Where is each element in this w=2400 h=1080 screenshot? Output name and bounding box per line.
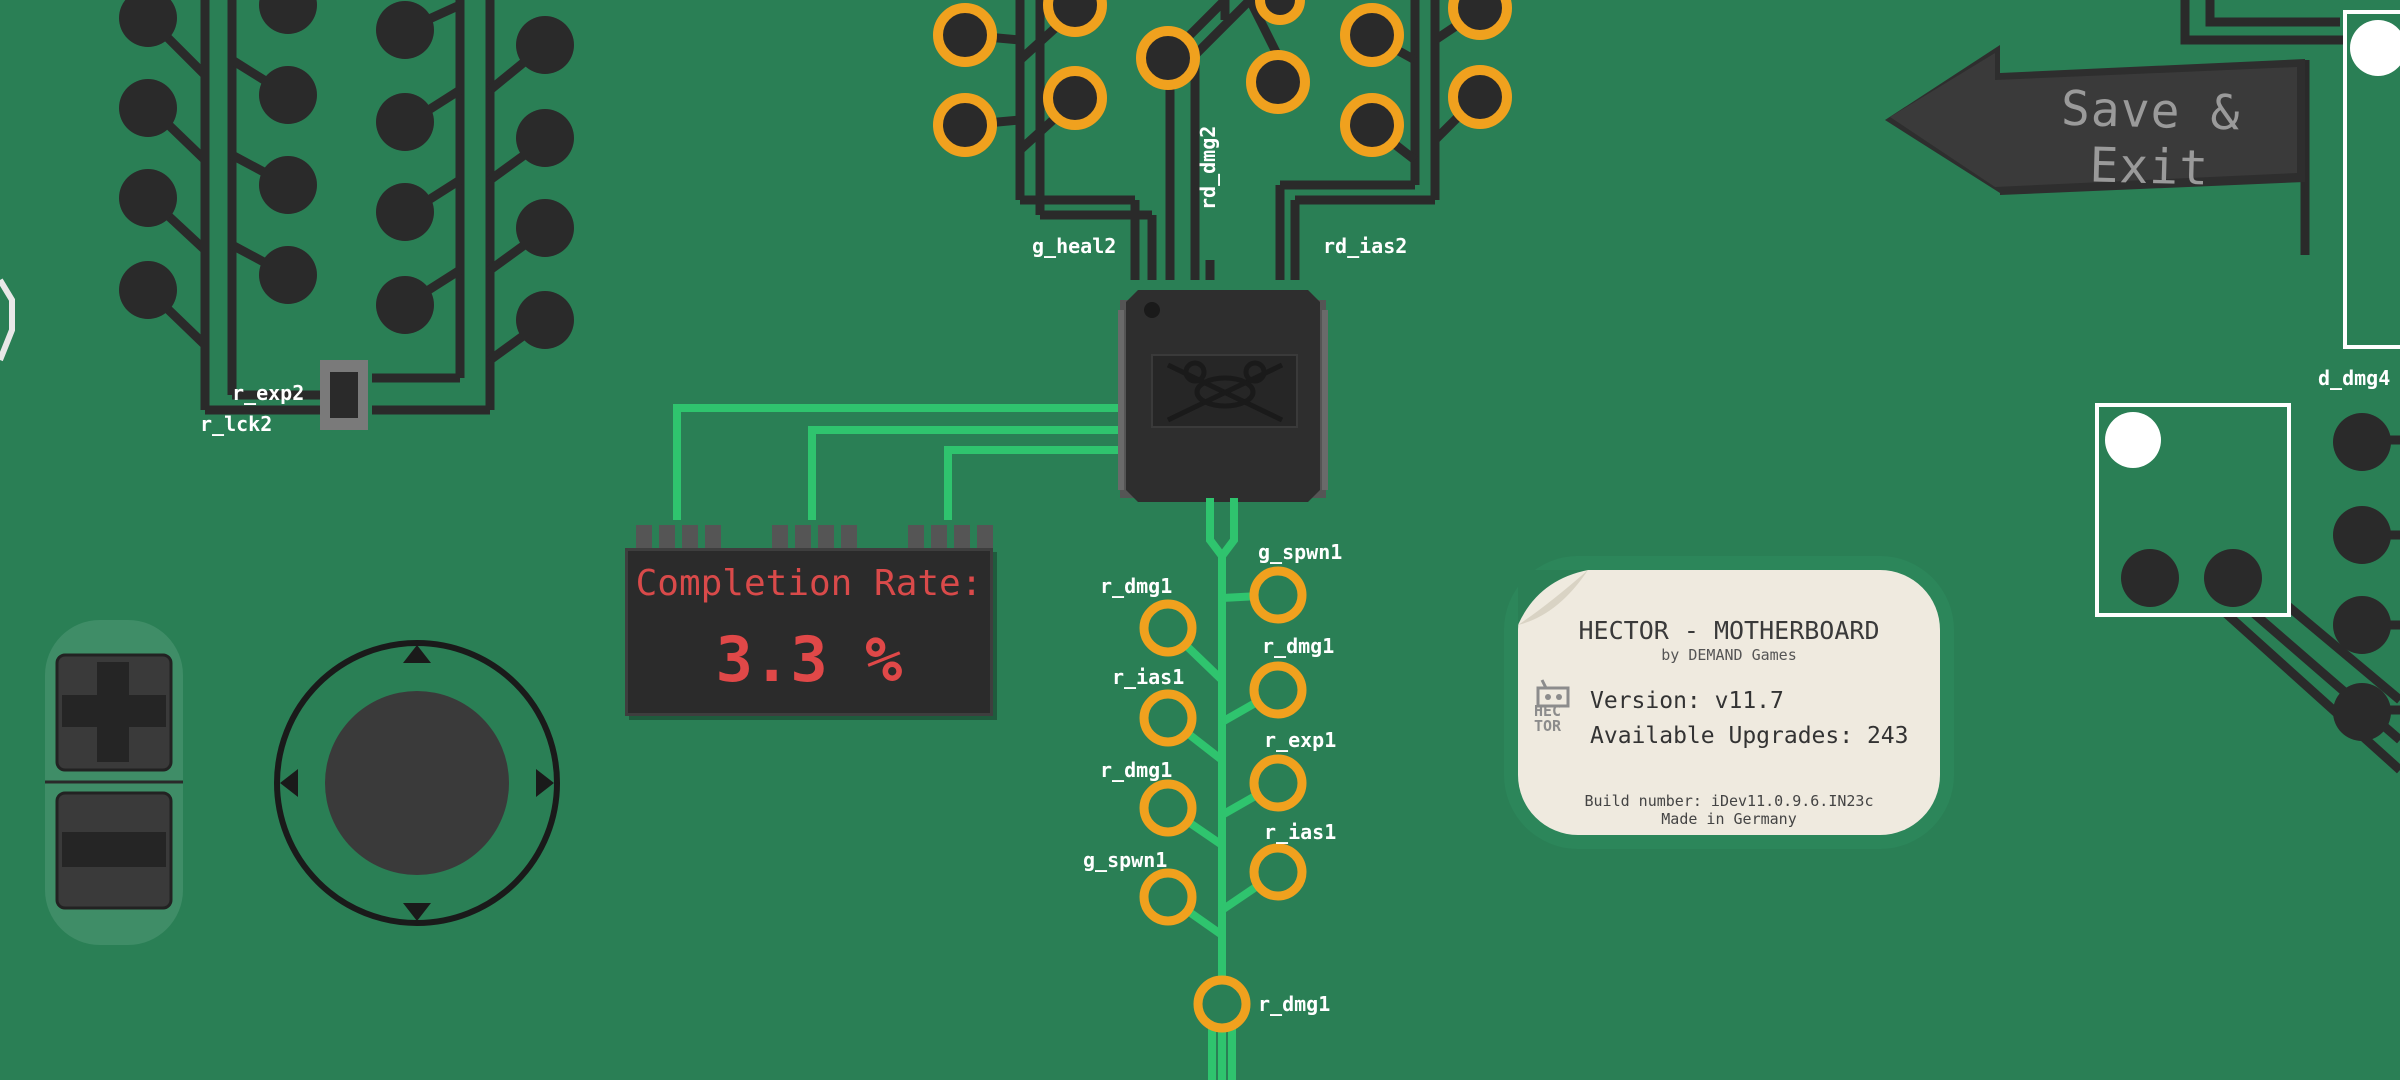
- completion-title: Completion Rate:: [635, 563, 983, 604]
- label-r-ias1-b: r_ias1: [1264, 820, 1337, 844]
- save-exit-label: Save & Exit: [2060, 80, 2242, 197]
- info-build: Build number: iDev11.0.9.6.IN23c: [1584, 792, 1874, 810]
- hector-logo: HEC TOR: [1532, 678, 1574, 748]
- page-curl-icon: [1518, 570, 1588, 625]
- logo-text: HEC TOR: [1534, 702, 1562, 735]
- top-cluster-nodes: [933, 0, 1512, 157]
- arrow-up-icon: [403, 645, 431, 663]
- label-g-spwn1-b: g_spwn1: [1083, 848, 1168, 872]
- hector-chip-icon: [1166, 360, 1284, 423]
- left-cluster-traces: [144, 0, 548, 415]
- arrow-down-icon: [403, 903, 431, 921]
- label-r-ias1-a: r_ias1: [1112, 665, 1185, 689]
- info-title: HECTOR - MOTHERBOARD: [1578, 616, 1880, 645]
- arrow-left-icon: [280, 769, 298, 797]
- robot-icon: [1536, 679, 1570, 708]
- label-d-dmg: d_dmg4: [2318, 366, 2391, 390]
- info-version: Version: v11.7: [1590, 688, 1784, 714]
- label-r-dmg1-b: r_dmg1: [1262, 634, 1335, 658]
- label-r-exp2: r_exp2: [232, 381, 305, 405]
- label-g-heal2: g_heal2: [1032, 234, 1117, 258]
- arrow-left-icon: [1885, 45, 2305, 195]
- zoom-out-button[interactable]: [55, 791, 173, 910]
- display-pins: [636, 525, 993, 549]
- completion-display: Completion Rate: 3.3 %: [625, 548, 993, 716]
- label-r-dmg1-c: r_dmg1: [1100, 758, 1173, 782]
- info-card: HECTOR - MOTHERBOARD by DEMAND Games HEC…: [1518, 570, 1940, 835]
- socket-pin: [2105, 412, 2161, 468]
- label-r-exp1: r_exp1: [1264, 728, 1337, 752]
- joystick[interactable]: [274, 640, 560, 926]
- joystick-icon[interactable]: [325, 691, 509, 875]
- info-upgrades: Available Upgrades: 243: [1590, 723, 1909, 749]
- zoom-in-button[interactable]: [55, 653, 173, 772]
- completion-value: 3.3 %: [715, 623, 903, 696]
- green-traces-display: [673, 404, 1130, 520]
- label-r-dmg1-d: r_dmg1: [1258, 992, 1331, 1016]
- edge-element: [0, 278, 15, 362]
- save-exit-button[interactable]: Save & Exit: [1885, 45, 2305, 197]
- right-nodes: [2121, 413, 2391, 741]
- top-cluster-traces: [964, 0, 1484, 280]
- arrow-right-icon: [536, 769, 554, 797]
- left-cluster-nodes: [119, 0, 574, 349]
- minus-icon: [62, 832, 166, 867]
- info-subtitle: by DEMAND Games: [1661, 646, 1797, 664]
- info-made: Made in Germany: [1661, 810, 1797, 828]
- label-r-lck2: r_lck2: [200, 412, 273, 436]
- socket-pin: [2350, 20, 2400, 76]
- plus-icon: [62, 662, 166, 762]
- hector-chip: [1118, 290, 1328, 502]
- label-g-spwn1-a: g_spwn1: [1258, 540, 1343, 564]
- connector-core: [330, 372, 358, 418]
- label-r-dmg1-a: r_dmg1: [1100, 574, 1173, 598]
- green-tree-nodes: [1139, 566, 1307, 1033]
- label-rd-ias2: rd_ias2: [1323, 234, 1408, 258]
- label-rd-dmg2: rd_dmg2: [1196, 125, 1220, 210]
